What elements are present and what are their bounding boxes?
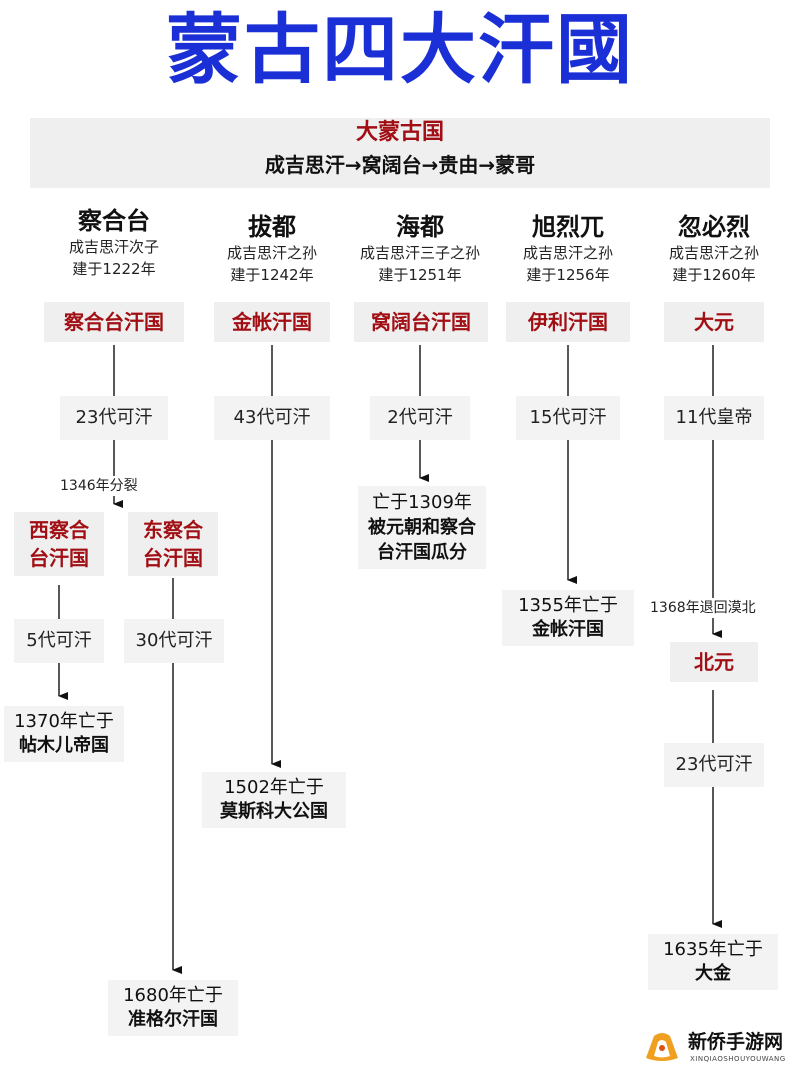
end-year: 亡于1309年 xyxy=(372,492,472,513)
end-year: 1635年亡于 xyxy=(663,939,763,960)
end-year: 1355年亡于 xyxy=(518,595,618,616)
end-golden-horde: 1502年亡于 莫斯科大公国 xyxy=(202,772,346,828)
khanate-northern-yuan: 北元 xyxy=(670,642,758,682)
founder-relation: 成吉思汗三子之孙 xyxy=(359,244,480,262)
founder-name: 海都 xyxy=(396,213,444,241)
founder-name: 拔都 xyxy=(248,213,296,241)
header-chagatai: 察合台 成吉思汗次子 建于1222年 xyxy=(34,206,194,280)
end-conqueror: 大金 xyxy=(695,963,731,984)
end-ilkhanate: 1355年亡于 金帐汗国 xyxy=(502,590,634,646)
end-detail-2: 台汗国瓜分 xyxy=(377,542,467,563)
rulers-chagatai: 23代可汗 xyxy=(60,396,168,440)
end-year: 1680年亡于 xyxy=(123,985,223,1006)
khanate-yuan: 大元 xyxy=(664,302,764,342)
founder-relation: 成吉思汗之孙 xyxy=(668,244,759,262)
succession-line: 成吉思汗→窝阔台→贵由→蒙哥 xyxy=(264,153,536,177)
header-kublai: 忽必烈 成吉思汗之孙 建于1260年 xyxy=(634,212,794,286)
khanate-golden-horde: 金帐汗国 xyxy=(214,302,330,342)
founded-year: 建于1260年 xyxy=(672,266,756,284)
split-label: 1346年分裂 xyxy=(60,476,138,496)
watermark-name: 新侨手游网 xyxy=(688,1031,784,1053)
end-conqueror: 准格尔汗国 xyxy=(128,1009,218,1030)
khanate-chagatai: 察合台汗国 xyxy=(44,302,184,342)
founded-year: 建于1242年 xyxy=(230,266,314,284)
watermark-sub: XINQIAOSHOUYOUWANG xyxy=(690,1055,786,1063)
end-west-chagatai: 1370年亡于 帖木儿帝国 xyxy=(4,706,124,762)
empire-name: 大蒙古国 xyxy=(355,120,444,145)
rulers-west-chagatai: 5代可汗 xyxy=(14,619,104,663)
header-hulagu: 旭烈兀 成吉思汗之孙 建于1256年 xyxy=(488,212,648,286)
founded-year: 建于1256年 xyxy=(526,266,610,284)
khanate-ilkhanate: 伊利汗国 xyxy=(506,302,630,342)
header-kaidu: 海都 成吉思汗三子之孙 建于1251年 xyxy=(337,212,503,286)
header-batu: 拔都 成吉思汗之孙 建于1242年 xyxy=(192,212,352,286)
founder-name: 忽必烈 xyxy=(678,213,750,241)
founder-name: 察合台 xyxy=(78,207,150,235)
rulers-yuan: 11代皇帝 xyxy=(664,396,764,440)
name-line2: 台汗国 xyxy=(143,546,203,570)
end-northern-yuan: 1635年亡于 大金 xyxy=(648,934,778,990)
top-band xyxy=(30,118,770,188)
end-conqueror: 帖木儿帝国 xyxy=(19,735,109,756)
end-year: 1502年亡于 xyxy=(224,777,324,798)
founder-relation: 成吉思汗之孙 xyxy=(522,244,613,262)
rulers-ogedei: 2代可汗 xyxy=(370,396,470,440)
retreat-label: 1368年退回漠北 xyxy=(650,598,756,618)
rulers-northern-yuan: 23代可汗 xyxy=(664,743,764,787)
founder-name: 旭烈兀 xyxy=(532,213,604,241)
founder-relation: 成吉思汗之孙 xyxy=(226,244,317,262)
end-ogedei: 亡于1309年 被元朝和察合 台汗国瓜分 xyxy=(358,486,486,569)
founded-year: 建于1251年 xyxy=(378,266,462,284)
rulers-ilkhanate: 15代可汗 xyxy=(516,396,620,440)
end-conqueror: 莫斯科大公国 xyxy=(220,801,328,822)
name-line2: 台汗国 xyxy=(29,546,89,570)
site-logo-icon xyxy=(646,1033,678,1061)
rulers-golden-horde: 43代可汗 xyxy=(214,396,330,440)
end-year: 1370年亡于 xyxy=(14,711,114,732)
end-conqueror: 金帐汗国 xyxy=(532,619,604,640)
page-title: 蒙古四大汗國 xyxy=(166,5,634,94)
name-line1: 西察合 xyxy=(29,518,89,542)
end-detail-1: 被元朝和察合 xyxy=(368,517,476,538)
name-line1: 东察合 xyxy=(143,518,203,542)
founded-year: 建于1222年 xyxy=(72,260,156,278)
khanate-west-chagatai: 西察合 台汗国 xyxy=(14,512,104,576)
khanate-ogedei: 窝阔台汗国 xyxy=(354,302,488,342)
khanate-east-chagatai: 东察合 台汗国 xyxy=(128,512,218,576)
founder-relation: 成吉思汗次子 xyxy=(68,238,159,256)
rulers-east-chagatai: 30代可汗 xyxy=(124,619,224,663)
end-east-chagatai: 1680年亡于 准格尔汗国 xyxy=(108,980,238,1036)
